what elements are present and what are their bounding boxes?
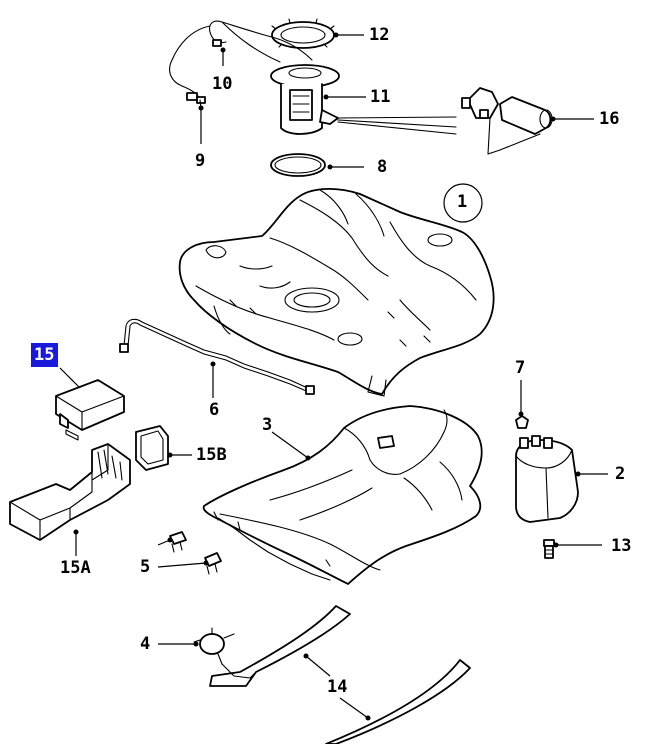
canister-bolt-part [543, 539, 555, 559]
callout-6: 6 [209, 400, 220, 420]
module-bracket-part [9, 443, 131, 541]
callout-9: 9 [195, 151, 206, 171]
fuel-tank-part [178, 188, 495, 397]
wiring-harness-part [169, 20, 313, 104]
tank-straps-part [209, 605, 471, 744]
heat-shield-part [202, 405, 483, 585]
fuel-pipe-part [119, 318, 315, 395]
seal-ring-part [270, 153, 326, 177]
fuel-pump-module-part [270, 64, 457, 135]
evap-canister-part [515, 435, 579, 523]
callout-14: 14 [327, 677, 348, 697]
lock-ring-part [271, 18, 335, 49]
callout-13: 13 [611, 536, 632, 556]
callout-3: 3 [262, 415, 273, 435]
callout-12: 12 [369, 25, 390, 45]
control-module-part [55, 379, 125, 441]
module-gasket-part [135, 425, 169, 471]
callout-7: 7 [515, 358, 526, 378]
fuel-filter-part [461, 87, 553, 155]
callout-15a: 15A [60, 558, 91, 578]
screw-parts [169, 517, 331, 581]
callout-11: 11 [370, 87, 391, 107]
callout-10: 10 [212, 74, 233, 94]
callout-5: 5 [140, 557, 151, 577]
callout-1: 1 [457, 192, 468, 212]
callout-circle-1 [443, 183, 483, 223]
clip-part [515, 415, 529, 429]
callout-8: 8 [377, 157, 388, 177]
leader-lines [59, 32, 608, 721]
valve-part [193, 627, 235, 665]
callout-16: 16 [599, 109, 620, 129]
callout-15: 15 [34, 345, 55, 365]
callout-4: 4 [140, 634, 151, 654]
callout-highlight-15 [31, 343, 58, 367]
callout-2: 2 [615, 464, 626, 484]
callout-15b: 15B [196, 445, 227, 465]
